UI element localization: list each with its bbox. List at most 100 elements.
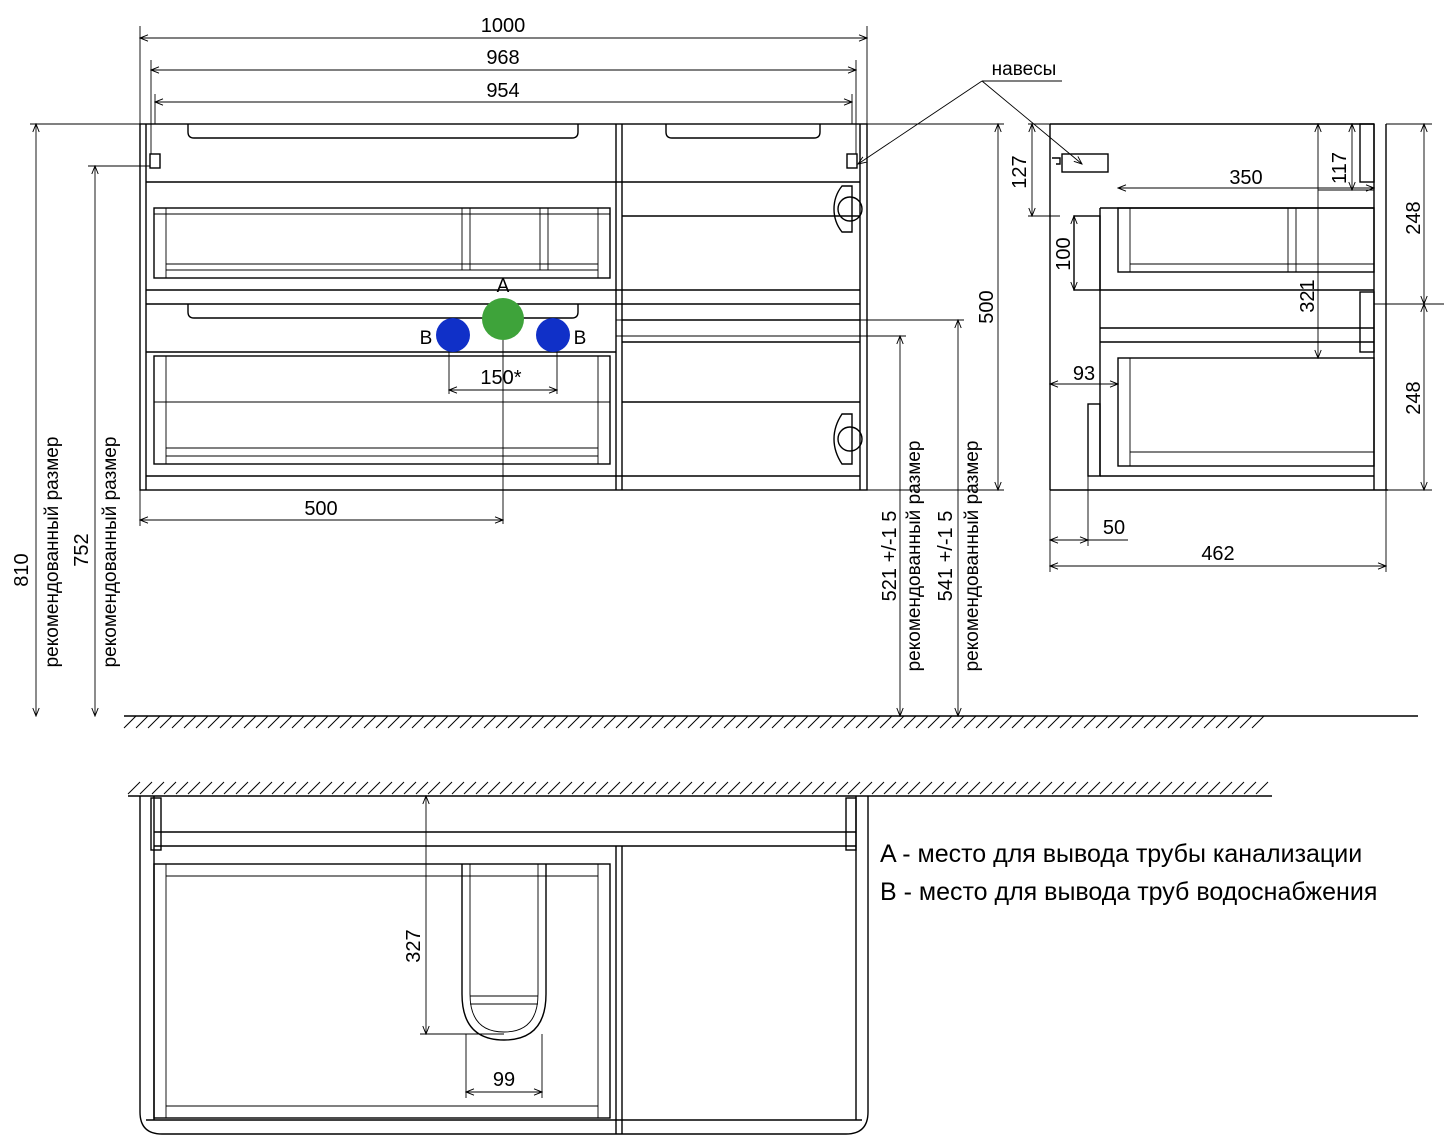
dim-side-foot: 50 (1103, 517, 1125, 539)
hinge-icon (845, 797, 857, 851)
hatch-mark (135, 715, 149, 729)
legend: A - место для вывода трубы канализации B… (880, 840, 1377, 906)
upper-drawer-box (153, 207, 611, 279)
hatch-mark (507, 715, 521, 729)
hatch-mark (583, 781, 597, 795)
hatch-mark (399, 715, 413, 729)
hatch-mark (195, 715, 209, 729)
hatch-mark (331, 781, 345, 795)
hatch-mark (379, 781, 393, 795)
hatch-mark (1063, 781, 1077, 795)
hatch-mark (487, 781, 501, 795)
hatch-mark (391, 781, 405, 795)
dim-side-offset: 93 (1073, 363, 1095, 385)
hatch-mark (571, 781, 585, 795)
hatch-mark (1155, 715, 1169, 729)
dim-side-drawer-depth: 350 (1229, 167, 1262, 189)
drain-point-marker (482, 298, 524, 340)
legend-water: B - место для вывода труб водоснабжения (880, 878, 1377, 906)
hatch-mark (903, 715, 917, 729)
hatch-mark (1047, 715, 1061, 729)
hatch-mark (987, 715, 1001, 729)
hatch-mark (1239, 715, 1253, 729)
hatch-mark (891, 715, 905, 729)
dim-total-height: 810 (11, 553, 33, 586)
hatch-mark (147, 715, 161, 729)
lower-drawer-box (153, 355, 611, 465)
hatch-mark (1111, 781, 1125, 795)
hatch-mark (1123, 781, 1137, 795)
hatch-mark (651, 715, 665, 729)
floor-hatch (123, 715, 1265, 729)
hatch-mark (211, 781, 225, 795)
hatch-mark (471, 715, 485, 729)
hatch-mark (723, 715, 737, 729)
hatch-mark (1059, 715, 1073, 729)
hatch-mark (1203, 715, 1217, 729)
hatch-mark (459, 715, 473, 729)
hatch-mark (1231, 781, 1245, 795)
hatch-mark (663, 715, 677, 729)
hatch-mark (799, 781, 813, 795)
dim-drawer-width: 954 (486, 80, 519, 102)
hatch-mark (351, 715, 365, 729)
label-b-right: B (574, 328, 587, 349)
hatch-mark (259, 781, 273, 795)
hatch-mark (831, 715, 845, 729)
hatch-mark (1051, 781, 1065, 795)
hatch-mark (859, 781, 873, 795)
dim-cutout-width: 99 (493, 1069, 515, 1091)
dim-side-depth: 462 (1201, 543, 1234, 565)
front-view: A B B 150* 1000 968 954 500 810 рекоменд… (11, 15, 1418, 729)
hatch-mark (451, 781, 465, 795)
hinge-icon (150, 797, 162, 851)
handle-groove (665, 124, 821, 139)
hatch-mark (759, 715, 773, 729)
side-view: 127 117 321 350 100 248 248 93 50 462 (1009, 124, 1444, 572)
hatch-mark (871, 781, 885, 795)
hatch-mark (735, 715, 749, 729)
hatch-mark (235, 781, 249, 795)
hatch-mark (307, 781, 321, 795)
hatch-mark (387, 715, 401, 729)
hatch-mark (919, 781, 933, 795)
handle-groove (187, 124, 579, 139)
hatch-mark (315, 715, 329, 729)
side-lower-drawer (1117, 357, 1375, 467)
dim-side-lower-height: 248 (1403, 381, 1425, 414)
hatch-mark (1035, 715, 1049, 729)
hatch-mark (1255, 781, 1269, 795)
hatch-mark (339, 715, 353, 729)
hatch-mark (607, 781, 621, 795)
hatch-mark (447, 715, 461, 729)
hatch-mark (1183, 781, 1197, 795)
hatch-mark (531, 715, 545, 729)
hatch-mark (687, 715, 701, 729)
hatch-mark (1023, 715, 1037, 729)
hatch-mark (127, 781, 141, 795)
hatch-mark (247, 781, 261, 795)
hatch-mark (819, 715, 833, 729)
hatch-mark (619, 781, 633, 795)
hatch-mark (807, 715, 821, 729)
hatch-mark (183, 715, 197, 729)
door-handle-icon (833, 413, 863, 465)
hatch-mark (703, 781, 717, 795)
hatch-mark (1243, 781, 1257, 795)
hatch-mark (691, 781, 705, 795)
hatch-mark (555, 715, 569, 729)
dim-recommended-height: 752 (71, 533, 93, 566)
hatch-mark (1107, 715, 1121, 729)
hatch-mark (727, 781, 741, 795)
hatch-mark (1191, 715, 1205, 729)
recommended-size-label: рекомендованный размер (42, 437, 63, 668)
hatch-mark (1207, 781, 1221, 795)
dim-cabinet-height: 500 (976, 290, 998, 323)
dim-inner-width: 968 (486, 47, 519, 69)
hatch-mark (403, 781, 417, 795)
hatch-mark (787, 781, 801, 795)
hatch-mark (843, 715, 857, 729)
recommended-size-label: рекомендованный размер (962, 441, 983, 672)
hatch-mark (1195, 781, 1209, 795)
